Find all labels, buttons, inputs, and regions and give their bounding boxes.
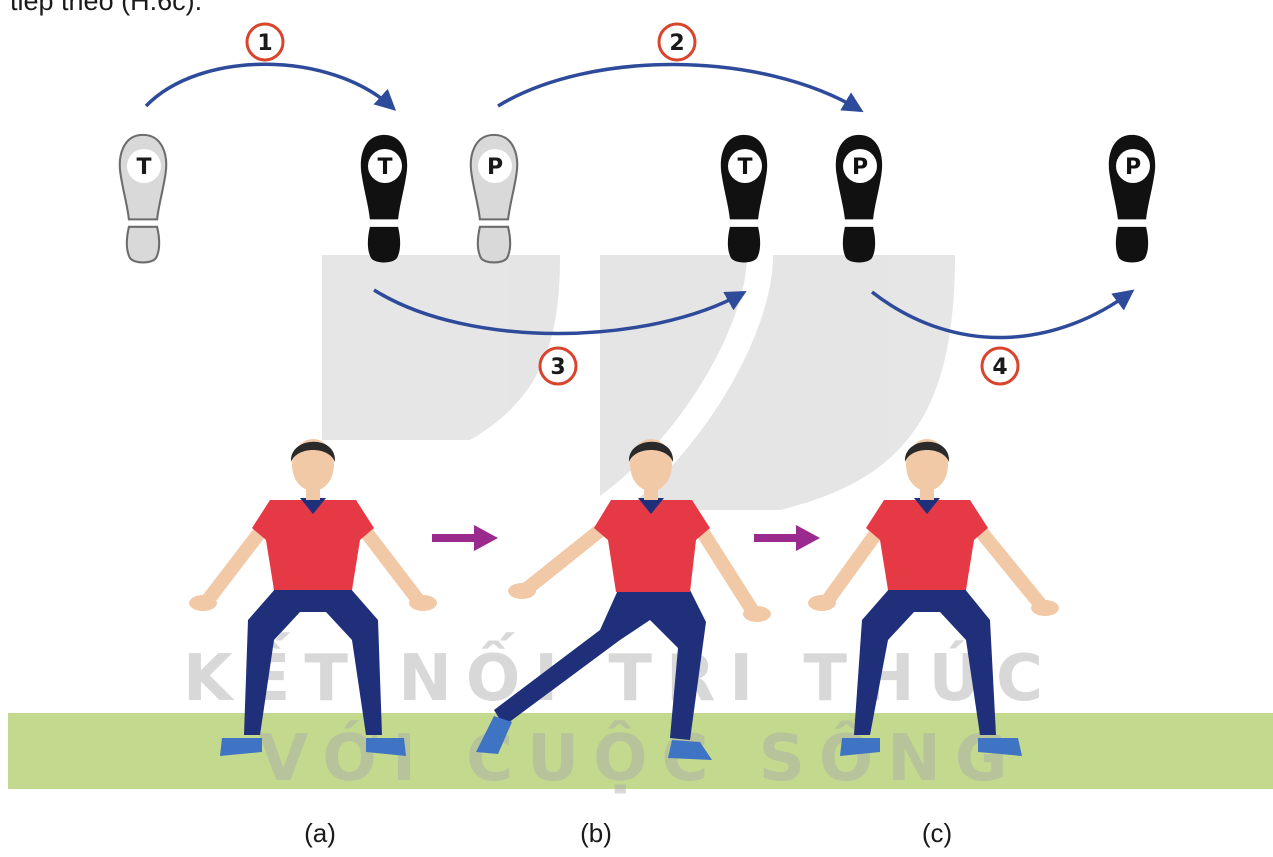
footprint-right-start-light: P [469, 133, 519, 264]
figure-b [476, 439, 771, 760]
step-number-text: 2 [669, 31, 684, 56]
foot-letter: P [487, 155, 503, 180]
step-number-1: 1 [245, 22, 285, 62]
step-arrow-1 [144, 62, 397, 111]
footprint-left-start-light: T [118, 133, 168, 264]
panel-label-b: (b) [580, 818, 612, 848]
caption-top-text: tiếp theo (H.6c). [10, 0, 203, 16]
watermark-line-2: VỚI CUỘC SỐNG [259, 712, 1022, 796]
foot-letter: P [852, 155, 868, 180]
step-number-2: 2 [657, 22, 697, 62]
figure-c [808, 439, 1059, 756]
step-number-text: 3 [550, 355, 565, 380]
step-number-3: 3 [538, 346, 578, 386]
figure-a [189, 439, 437, 756]
foot-letter: T [136, 155, 151, 180]
foot-letter: T [737, 155, 752, 180]
panel-label-a: (a) [304, 818, 336, 848]
ground-strip [8, 713, 1273, 789]
step-arrow-3 [373, 288, 747, 336]
foot-letter: T [377, 155, 392, 180]
step-arrow-2 [497, 62, 864, 113]
footprint-left-step-dark: T [360, 134, 408, 263]
watermark-logo [322, 254, 955, 523]
step-number-text: 1 [257, 31, 272, 56]
transition-arrow-a-to-b [432, 525, 498, 551]
panel-label-c: (c) [921, 818, 953, 848]
foot-letter: P [1125, 155, 1141, 180]
footprint-right-step-dark: P [835, 134, 883, 263]
transition-arrow-b-to-c [754, 525, 820, 551]
step-number-text: 4 [992, 355, 1007, 380]
step-arrow-4 [870, 289, 1135, 340]
watermark-line-1: KẾT NỐI TRI THỨC [183, 632, 1057, 716]
footprint-right-final-dark: P [1108, 134, 1156, 263]
footprint-left-final-dark: T [720, 134, 768, 263]
step-number-4: 4 [980, 346, 1020, 386]
